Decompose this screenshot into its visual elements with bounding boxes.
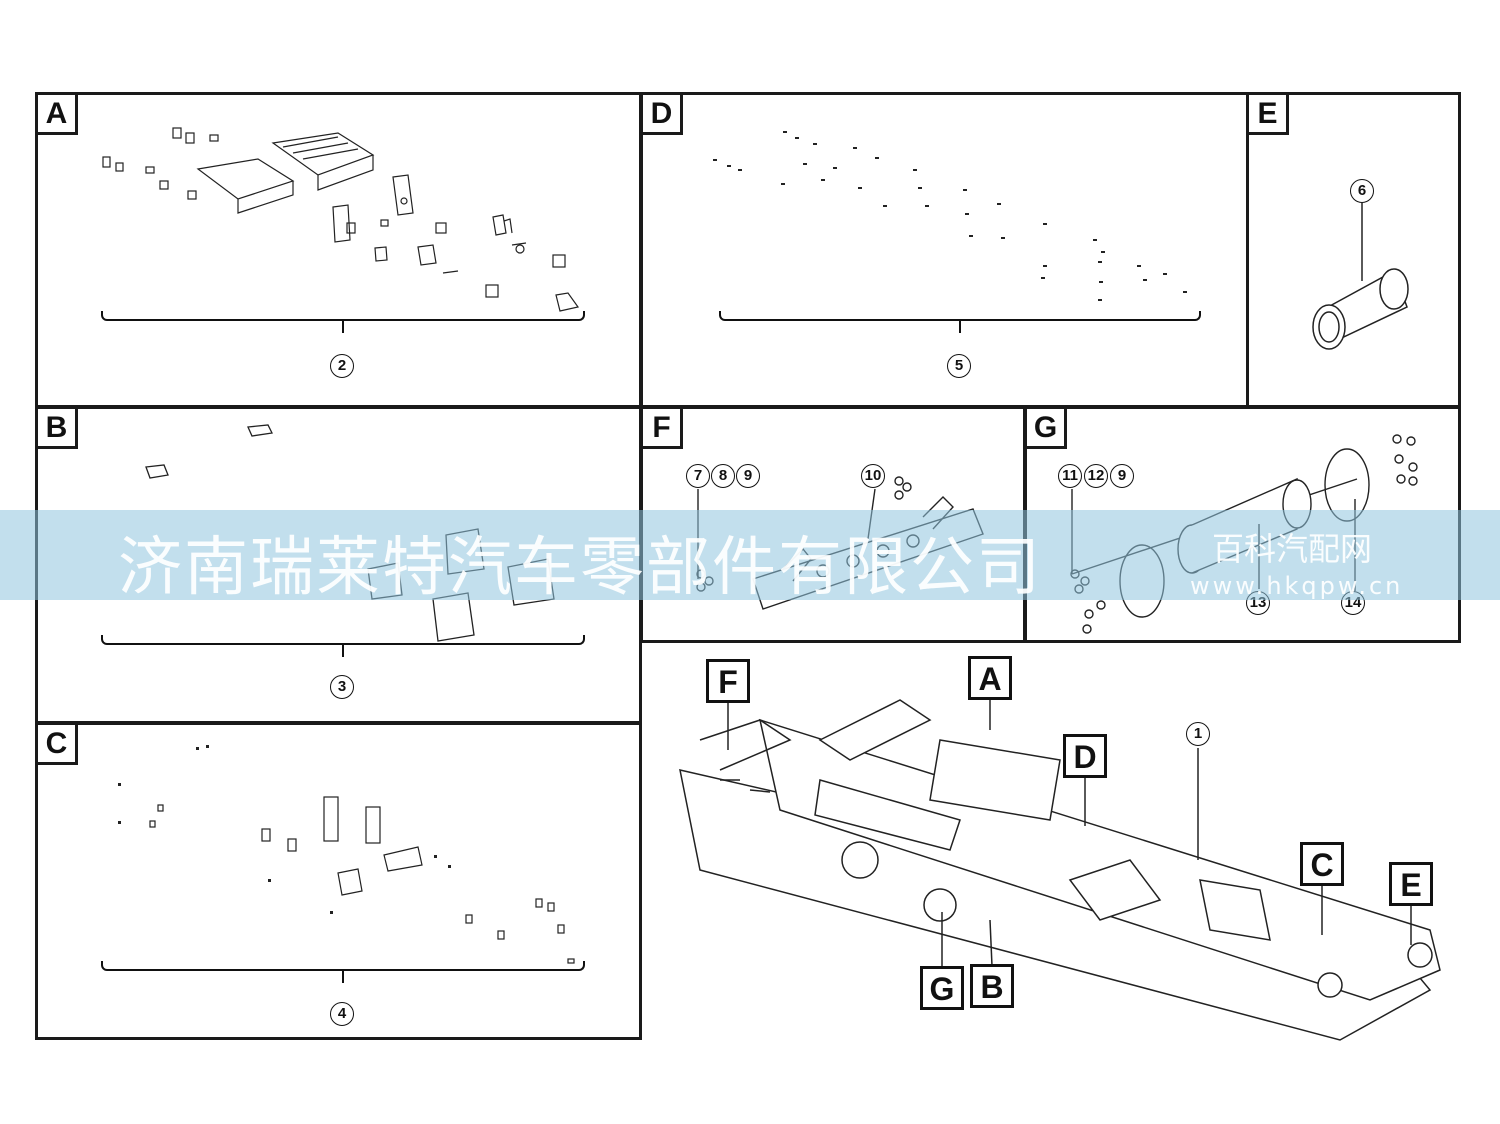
panel-f-callout-10: 10 [861, 464, 885, 488]
overview-label-c: C [1300, 842, 1344, 886]
overview-label-a: A [968, 656, 1012, 700]
watermark-band [0, 510, 1500, 600]
panel-c-label: C [38, 725, 78, 765]
panel-f-callout-8: 8 [711, 464, 735, 488]
panel-c-parts-drawing [118, 745, 575, 964]
panel-f-callout-7: 7 [686, 464, 710, 488]
panel-a-parts-drawing [102, 127, 580, 312]
overview-label-f: F [706, 659, 750, 703]
panel-f-label: F [643, 409, 683, 449]
panel-a-callout: 2 [330, 354, 354, 378]
panel-d-label: D [643, 95, 683, 135]
panel-d-bracket-tick [959, 321, 961, 333]
panel-c: C 4 [35, 722, 642, 1040]
panel-g-callout-11: 11 [1058, 464, 1082, 488]
panel-a-label: A [38, 95, 78, 135]
panel-b-bracket-tick [342, 645, 344, 657]
overview-label-e: E [1389, 862, 1433, 906]
panel-f-callout-9: 9 [736, 464, 760, 488]
panel-b-callout: 3 [330, 675, 354, 699]
panel-c-bracket [101, 961, 585, 971]
panel-d-callout: 5 [947, 354, 971, 378]
panel-e-bushing-drawing [1312, 203, 1409, 350]
panel-e-callout: 6 [1350, 179, 1374, 203]
panel-d-fasteners-drawing [713, 131, 1187, 301]
panel-e-label: E [1249, 95, 1289, 135]
panel-g-callout-12: 12 [1084, 464, 1108, 488]
panel-a: A 2 [35, 92, 642, 408]
panel-a-bracket [101, 311, 585, 321]
panel-a-bracket-tick [342, 321, 344, 333]
overview-label-b: B [970, 964, 1014, 1008]
panel-d: D 5 [640, 92, 1249, 408]
overview-label-d: D [1063, 734, 1107, 778]
panel-d-bracket [719, 311, 1201, 321]
panel-c-bracket-tick [342, 971, 344, 983]
panel-b-label: B [38, 409, 78, 449]
watermark-company: 济南瑞莱特汽车零部件有限公司 [118, 531, 1042, 605]
panel-e: E 6 [1246, 92, 1461, 408]
watermark-site-name: 百科汽配网 [1212, 530, 1373, 568]
panel-g-label: G [1027, 409, 1067, 449]
panel-g-callout-9: 9 [1110, 464, 1134, 488]
overview-label-g: G [920, 966, 964, 1010]
panel-c-callout: 4 [330, 1002, 354, 1026]
panel-b-bracket [101, 635, 585, 645]
overview-callout-1: 1 [1186, 722, 1210, 746]
watermark-site-url: www.hkqpw.cn [1190, 572, 1404, 600]
